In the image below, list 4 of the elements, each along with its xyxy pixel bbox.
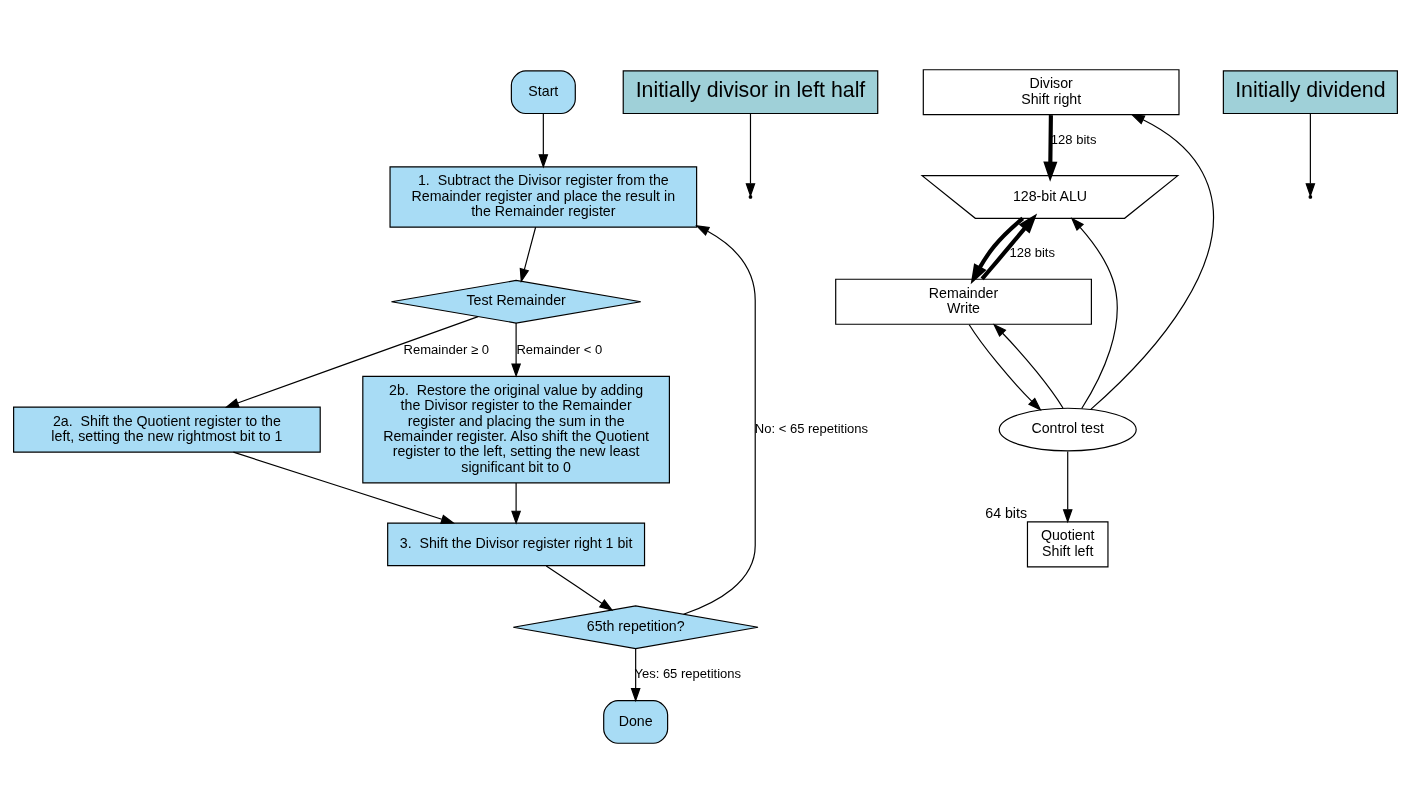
- node-label: 64 bits: [985, 504, 1028, 521]
- edge-label: Remainder < 0: [516, 341, 603, 357]
- edge-label: 128 bits: [1009, 244, 1055, 260]
- edge-label: Remainder ≥ 0: [403, 341, 489, 357]
